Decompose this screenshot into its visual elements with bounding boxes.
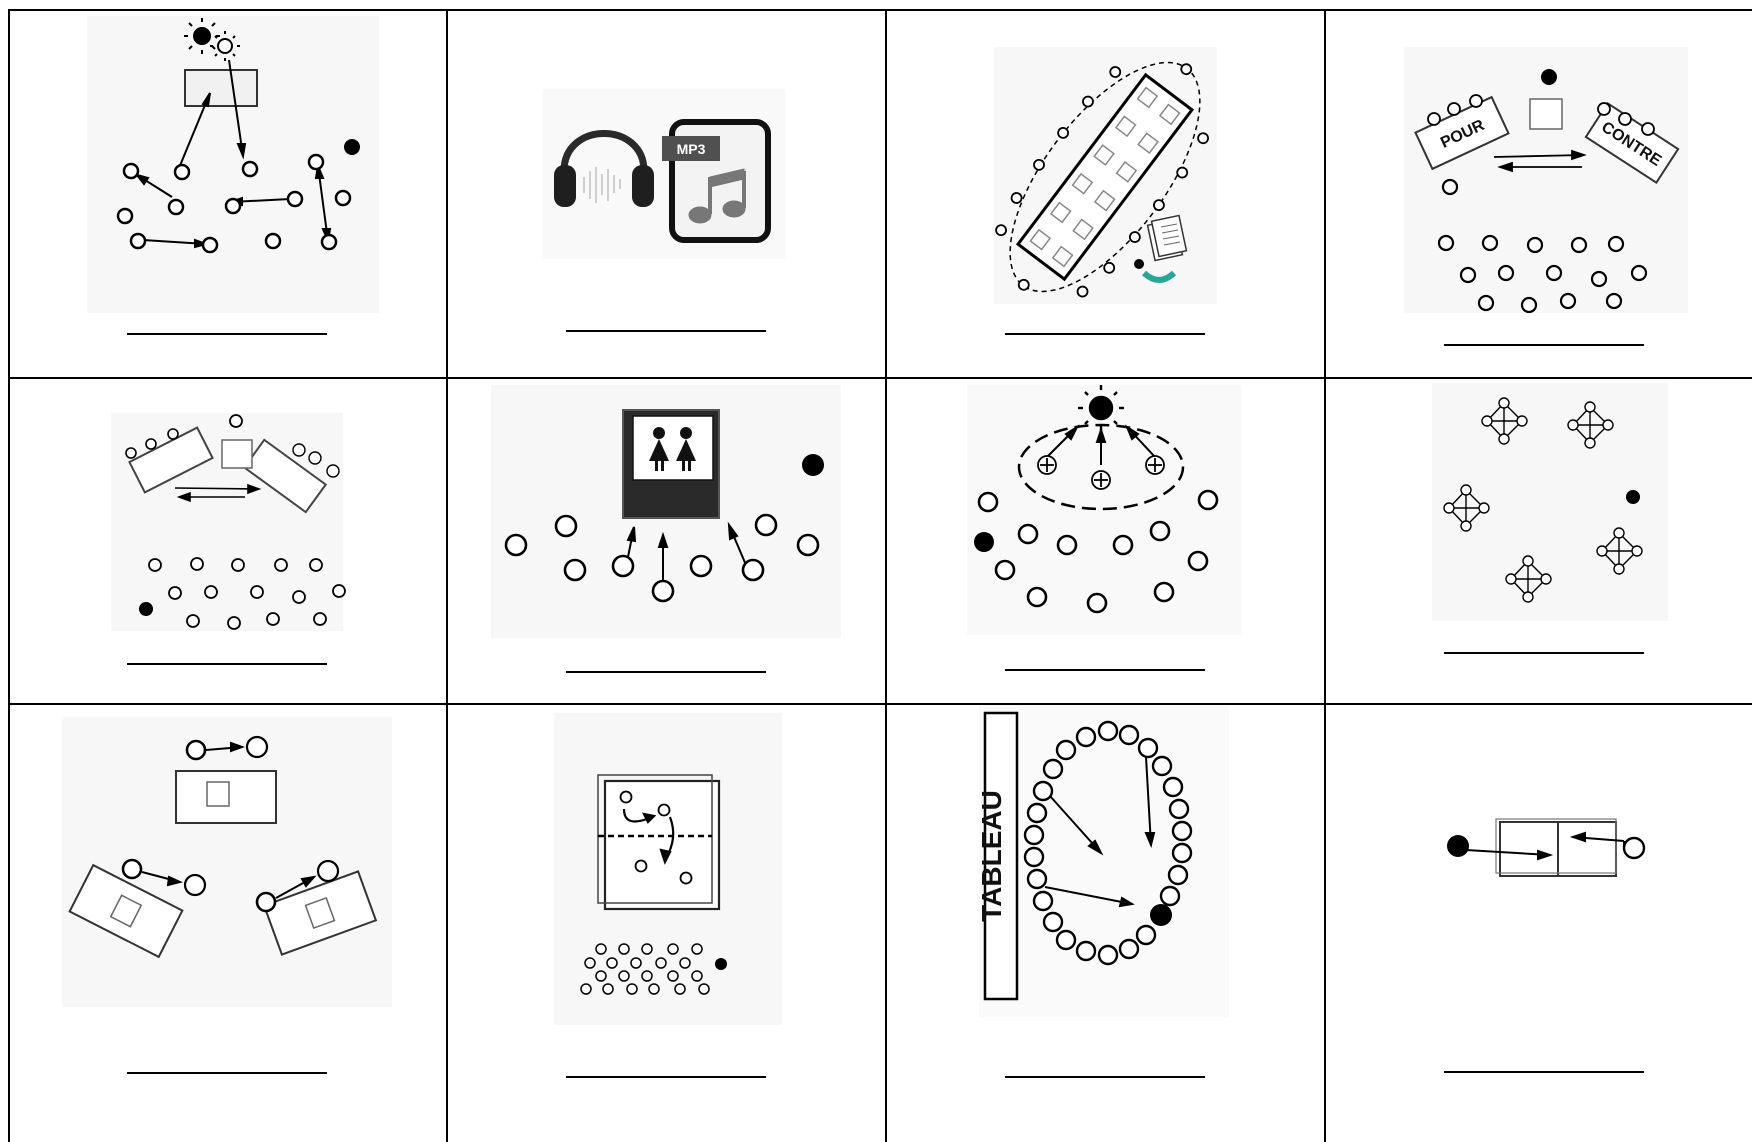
file-tag-label: MP3 [677, 141, 706, 157]
teacher-icon [1447, 835, 1469, 857]
student-icon [118, 155, 350, 252]
cell-4: POUR CONTRE [1326, 11, 1752, 377]
cell-8 [1326, 379, 1752, 703]
cell-6 [448, 379, 885, 703]
sun-icon [210, 31, 240, 61]
answer-line[interactable] [566, 671, 766, 673]
diagram-three-groups [62, 717, 392, 1007]
student-icon [149, 558, 345, 629]
group-table [264, 871, 376, 954]
teacher-icon [1134, 259, 1144, 269]
answer-line[interactable] [1005, 1076, 1205, 1078]
screen-icon [623, 410, 719, 518]
teacher-icon [802, 454, 824, 476]
teacher-icon [1541, 69, 1557, 85]
sun-icon [184, 18, 220, 54]
diagram-small-groups [1432, 383, 1668, 621]
document-icon [1148, 215, 1187, 260]
answer-line[interactable] [1444, 344, 1644, 346]
desk [222, 440, 252, 468]
right-table [244, 440, 325, 512]
diagram-audio: MP3 [542, 89, 786, 259]
diagram-table-rotation [994, 47, 1217, 304]
diagram-debate: POUR CONTRE [1404, 47, 1688, 313]
student-icon [1624, 838, 1644, 858]
answer-line[interactable] [127, 1072, 327, 1074]
turn-arrow-icon [1144, 273, 1174, 280]
group-table [176, 771, 276, 823]
headphones-icon [554, 134, 654, 208]
cell-11: TABLEAU [887, 705, 1324, 1142]
desk [1558, 822, 1616, 876]
answer-line[interactable] [1005, 669, 1205, 671]
diagram-face-to-face [1436, 811, 1646, 881]
diagram-circle-board: TABLEAU [979, 705, 1229, 1017]
student-icon [230, 415, 242, 427]
desk [1530, 99, 1562, 129]
cell-9 [10, 705, 446, 1142]
cell-1 [10, 11, 446, 377]
student-icon [581, 944, 709, 994]
cell-10 [448, 705, 885, 1142]
desk [1500, 822, 1558, 876]
answer-line[interactable] [1005, 333, 1205, 335]
board-label: TABLEAU [976, 790, 1007, 922]
diagram-screen [491, 385, 841, 638]
desk [185, 70, 257, 106]
answer-line[interactable] [127, 663, 327, 665]
group-network-icon [1444, 398, 1642, 602]
teacher-icon [974, 532, 994, 552]
answer-line[interactable] [566, 1076, 766, 1078]
cell-5 [10, 379, 446, 703]
board: TABLEAU [976, 713, 1017, 999]
teacher-icon [1626, 490, 1640, 504]
teacher-icon [344, 139, 360, 155]
teacher-icon [1150, 904, 1172, 926]
answer-line[interactable] [1444, 1071, 1644, 1073]
teacher-icon [715, 958, 727, 970]
diagram-pair-movement [87, 16, 379, 313]
student-icon [1025, 722, 1191, 964]
diagram-presentation [967, 385, 1242, 635]
answer-line[interactable] [1444, 652, 1644, 654]
answer-line[interactable] [566, 330, 766, 332]
cell-2: MP3 [448, 11, 885, 377]
diagram-two-groups [111, 413, 343, 631]
cell-7 [887, 379, 1324, 703]
cell-3 [887, 11, 1324, 377]
mp3-file-icon: MP3 [662, 122, 768, 240]
cell-12 [1326, 705, 1752, 1142]
student-icon [979, 491, 1217, 612]
answer-line[interactable] [127, 333, 327, 335]
student-icon [1439, 180, 1646, 312]
teacher-icon [139, 602, 153, 616]
diagram-split-board [554, 713, 782, 1025]
